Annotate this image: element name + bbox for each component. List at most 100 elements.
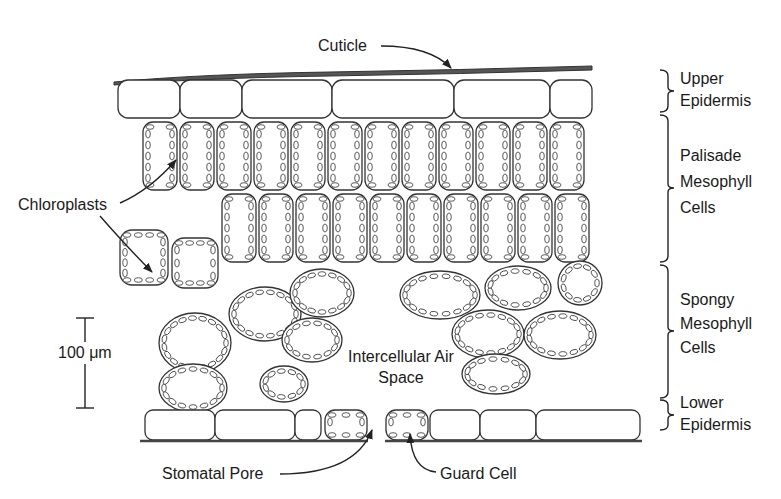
chloroplast: [447, 213, 452, 221]
chloroplast: [360, 418, 365, 426]
chloroplast: [175, 281, 183, 286]
chloroplast: [146, 152, 151, 160]
chloroplast: [532, 297, 541, 305]
chloroplast: [161, 248, 166, 256]
chloroplast: [183, 174, 188, 182]
chloroplast: [220, 384, 225, 392]
chloroplast: [466, 152, 471, 160]
chloroplast: [545, 213, 550, 221]
chloroplast: [578, 255, 586, 260]
layer-label: Palisade Mesophyll Cells: [680, 143, 775, 221]
chloroplast: [453, 308, 462, 315]
chloroplast: [257, 141, 262, 149]
chloroplast: [134, 233, 142, 238]
chloroplast: [540, 152, 545, 160]
chloroplast: [175, 259, 180, 267]
chloroplast: [392, 130, 397, 138]
chloroplast: [529, 321, 538, 330]
chloroplast: [573, 125, 581, 130]
chloroplast: [442, 125, 450, 130]
chloroplast: [405, 125, 413, 130]
chloroplast: [257, 125, 265, 130]
chloroplast: [211, 259, 216, 267]
chloroplast: [539, 276, 547, 285]
chloroplast: [220, 130, 225, 138]
chloroplast: [318, 310, 326, 315]
chloroplast: [558, 255, 566, 260]
chloroplast: [545, 224, 550, 232]
chloroplast: [373, 255, 381, 260]
chloroplast: [479, 174, 484, 182]
chloroplast: [175, 241, 183, 246]
cell: [180, 80, 242, 118]
chloroplast: [161, 335, 167, 344]
chloroplast: [294, 174, 299, 182]
chloroplast: [123, 248, 128, 256]
chloroplast: [331, 152, 336, 160]
chloroplast: [203, 125, 211, 130]
chloroplast: [277, 125, 285, 130]
chloroplast: [177, 402, 186, 409]
chloroplast: [282, 255, 290, 260]
chloroplast: [319, 255, 327, 260]
chloroplast: [281, 163, 286, 171]
chloroplast: [170, 152, 175, 160]
cell: [172, 238, 218, 288]
chloroplast: [468, 361, 477, 369]
chloroplast: [240, 125, 248, 130]
chloroplast: [146, 141, 151, 149]
chloroplast: [368, 152, 373, 160]
chloroplast: [207, 241, 215, 246]
chloroplast: [513, 323, 521, 332]
chloroplast: [499, 183, 507, 188]
chloroplast: [373, 224, 378, 232]
chloroplast: [220, 125, 228, 130]
chloroplast: [410, 202, 415, 210]
chloroplast: [299, 255, 307, 260]
chloroplast: [536, 125, 544, 130]
chloroplast: [516, 183, 524, 188]
chloroplast: [360, 246, 365, 254]
chloroplast: [331, 183, 339, 188]
chloroplast: [442, 152, 447, 160]
cell: [295, 410, 321, 440]
chloroplast: [331, 141, 336, 149]
chloroplast: [540, 141, 545, 149]
chloroplast: [196, 241, 204, 246]
chloroplast: [577, 152, 582, 160]
chloroplast: [328, 272, 337, 279]
chloroplast: [430, 197, 438, 202]
chloroplast: [146, 163, 151, 171]
cell: [524, 311, 596, 359]
chloroplast: [466, 174, 471, 182]
cell: [118, 80, 180, 118]
chloroplast: [368, 130, 373, 138]
chloroplast: [392, 163, 397, 171]
chloroplast: [292, 323, 301, 331]
chloroplast: [257, 183, 265, 188]
chloroplast: [161, 269, 166, 277]
chloroplast: [368, 183, 376, 188]
cell: [386, 410, 428, 440]
chloroplast: [589, 331, 594, 339]
chloroplast: [397, 224, 402, 232]
chloroplast: [508, 202, 513, 210]
chloroplast: [146, 174, 151, 182]
chloroplast: [175, 246, 180, 254]
chloroplast: [559, 314, 567, 319]
chloroplast: [302, 321, 311, 327]
chloroplast: [277, 183, 285, 188]
chloroplast: [397, 202, 402, 210]
chloroplast: [314, 125, 322, 130]
cell: [400, 271, 480, 319]
chloroplast: [249, 202, 254, 210]
cell: [325, 410, 367, 440]
chloroplast: [360, 224, 365, 232]
chloroplast: [421, 418, 426, 426]
chloroplast: [281, 152, 286, 160]
structure-label: Cuticle: [318, 35, 367, 57]
chloroplast: [573, 263, 582, 269]
chloroplast: [294, 183, 302, 188]
chloroplast: [541, 255, 549, 260]
chloroplast: [215, 323, 224, 332]
